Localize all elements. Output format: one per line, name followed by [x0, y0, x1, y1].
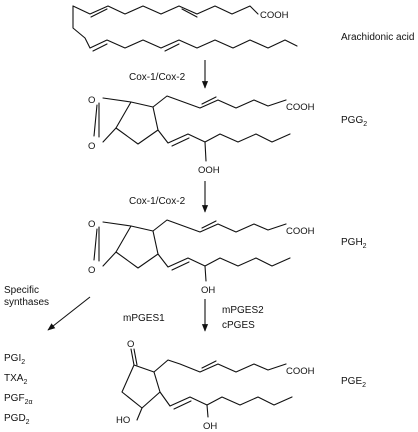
cooh-label: COOH: [260, 10, 289, 21]
pgg2-label: PGG2: [341, 115, 367, 128]
pgg2-ooh: OOH: [198, 165, 220, 176]
pge2-structure: O HO COOH OH PGE2: [116, 339, 366, 432]
product-pgd2: PGD2: [4, 413, 30, 426]
specific-synthases-line-1: Specific: [4, 285, 39, 296]
enzyme-cox-2: Cox-1/Cox-2: [129, 196, 186, 207]
specific-synthases-line-2: synthases: [4, 297, 49, 308]
enzyme-cox-1: Cox-1/Cox-2: [129, 72, 186, 83]
pgg2-cooh: COOH: [286, 102, 315, 113]
enzyme-mpges1: mPGES1: [123, 313, 165, 324]
pgh2-label: PGH2: [341, 237, 367, 250]
peroxide-o-top: O: [88, 95, 95, 106]
peroxide-o-bottom: O: [88, 141, 95, 152]
arachidonic-acid-label: Arachidonic acid: [341, 32, 414, 43]
other-prostanoids-list: PGI2 TXA2 PGF2α PGD2: [4, 353, 33, 426]
product-txa2: TXA2: [4, 373, 27, 386]
pgg2-structure: O O COOH OOH PGG2: [88, 95, 367, 176]
pge2-keto-o: O: [127, 339, 134, 350]
pge2-label: PGE2: [341, 376, 366, 389]
arachidonic-acid-structure: COOH Arachidonic acid: [72, 5, 414, 52]
pge2-cooh: COOH: [286, 366, 315, 377]
pge2-ring-oh: HO: [116, 415, 130, 426]
product-pgi2: PGI2: [4, 353, 25, 366]
pgh2-o-bottom: O: [88, 265, 95, 276]
pgh2-structure: O O COOH OH PGH2: [88, 219, 367, 296]
pgh2-cooh: COOH: [286, 226, 315, 237]
pgh2-o-top: O: [88, 219, 95, 230]
pge2-oh: OH: [203, 421, 217, 432]
enzyme-mpges2: mPGES2: [222, 305, 264, 316]
product-pgf2a: PGF2α: [4, 393, 33, 406]
pgh2-oh: OH: [201, 285, 215, 296]
enzyme-cpges: cPGES: [222, 320, 255, 331]
arrow-specific-synthases: [47, 296, 91, 331]
